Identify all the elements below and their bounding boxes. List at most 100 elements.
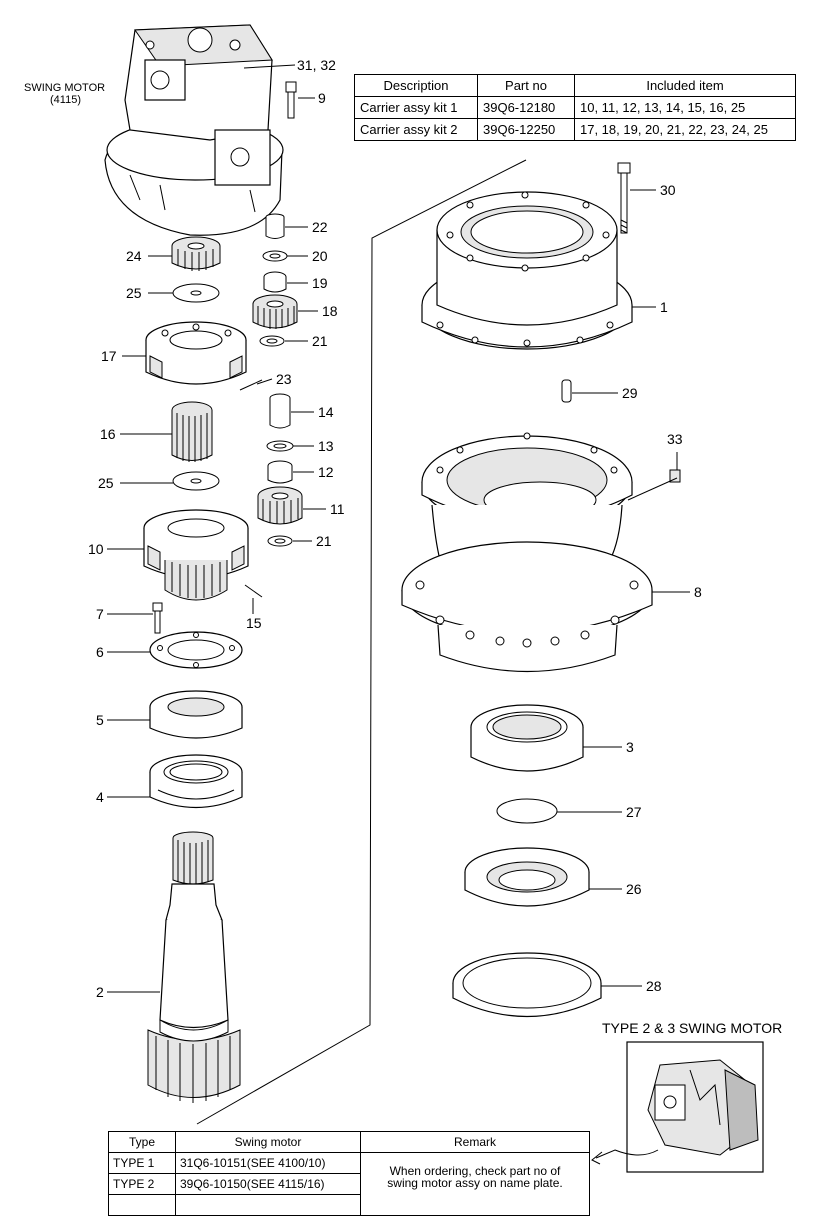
type-header-swing-motor: Swing motor: [175, 1131, 361, 1153]
callout-21-upper: 21: [312, 333, 328, 349]
type-cell: TYPE 2: [108, 1173, 176, 1195]
inset-pointer: [595, 1149, 659, 1159]
callout-17: 17: [101, 348, 117, 364]
callout-28: 28: [646, 978, 662, 994]
bolt-30: [617, 162, 631, 234]
kit-header-part-no: Part no: [477, 74, 575, 97]
type-header-remark: Remark: [360, 1131, 590, 1153]
o-ring-27: [496, 798, 558, 824]
callout-1: 1: [660, 299, 668, 315]
bearing-4: [149, 754, 243, 809]
pin-15: [244, 584, 263, 598]
callout-10: 10: [88, 541, 104, 557]
swing-motor-drawing: [104, 24, 284, 236]
type-cell: [108, 1194, 176, 1216]
type-cell: 31Q6-10151(SEE 4100/10): [175, 1152, 361, 1174]
callout-26: 26: [626, 881, 642, 897]
inset-arrowhead: [591, 1151, 603, 1165]
bolt-9: [285, 81, 297, 119]
kit-cell: Carrier assy kit 2: [354, 118, 478, 141]
callout-27: 27: [626, 804, 642, 820]
callout-4: 4: [96, 789, 104, 805]
leader-lines: [107, 64, 690, 993]
type-cell: TYPE 1: [108, 1152, 176, 1174]
bolt-7: [152, 602, 163, 634]
housing-8: [401, 432, 653, 673]
callout-2: 2: [96, 984, 104, 1000]
callout-24: 24: [126, 248, 142, 264]
callout-33: 33: [667, 431, 683, 447]
kit-cell: 10, 11, 12, 13, 14, 15, 16, 25: [574, 96, 796, 119]
gear-18: [252, 294, 298, 329]
type23-motor-inset: [626, 1041, 764, 1173]
gear-11: [257, 486, 303, 525]
carrier-10: [143, 509, 249, 601]
callout-14: 14: [318, 404, 334, 420]
seal-26: [464, 847, 590, 907]
callout-3: 3: [626, 739, 634, 755]
washer-20: [262, 250, 288, 262]
kit-cell: 39Q6-12180: [477, 96, 575, 119]
kit-cell: Carrier assy kit 1: [354, 96, 478, 119]
callout-6: 6: [96, 644, 104, 660]
type23-motor-label: TYPE 2 & 3 SWING MOTOR: [602, 1020, 783, 1036]
table-row: TYPE 1 31Q6-10151(SEE 4100/10) When orde…: [108, 1152, 590, 1216]
remark-line-1: When ordering, check part no of: [389, 1164, 561, 1178]
shaft-2: [147, 831, 241, 1103]
ring-28: [452, 952, 602, 1017]
table-row: Carrier assy kit 2 39Q6-12250 17, 18, 19…: [354, 118, 796, 141]
bearing-12: [267, 460, 293, 484]
callout-13: 13: [318, 438, 334, 454]
sun-gear-16: [171, 401, 213, 462]
callout-19: 19: [312, 275, 328, 291]
callout-30: 30: [660, 182, 676, 198]
callout-7: 7: [96, 606, 104, 622]
type-remark-cell: When ordering, check part no of swing mo…: [360, 1152, 590, 1216]
washer-21-lower: [267, 535, 293, 547]
pin-14: [269, 393, 291, 429]
callout-25-lower: 25: [98, 475, 114, 491]
assembly-axis-line: [196, 159, 527, 1125]
kit-header-description: Description: [354, 74, 478, 97]
nut-5: [149, 690, 243, 739]
callout-21-lower: 21: [316, 533, 332, 549]
swing-motor-type-table: Type Swing motor Remark TYPE 1 31Q6-1015…: [108, 1131, 590, 1216]
thrust-plate-25-upper: [172, 283, 220, 303]
callout-25-upper: 25: [126, 285, 142, 301]
bearing-3: [470, 704, 584, 772]
kit-cell: 39Q6-12250: [477, 118, 575, 141]
washer-21-upper: [259, 335, 285, 347]
carrier-kit-table: Description Part no Included item Carrie…: [354, 74, 796, 141]
washer-13: [266, 440, 294, 452]
callout-12: 12: [318, 464, 334, 480]
callout-23: 23: [276, 371, 292, 387]
table-row: Carrier assy kit 1 39Q6-12180 10, 11, 12…: [354, 96, 796, 119]
type-table-header: Type Swing motor Remark: [108, 1131, 590, 1153]
remark-line-2: swing motor assy on name plate.: [387, 1176, 563, 1190]
ring-gear-1: [421, 191, 633, 350]
callout-20: 20: [312, 248, 328, 264]
pin-29: [561, 379, 572, 403]
plug-33: [669, 469, 681, 483]
pin-23: [239, 379, 263, 391]
callout-8: 8: [694, 584, 702, 600]
callout-31-32: 31, 32: [297, 57, 336, 73]
carrier-17: [145, 321, 247, 385]
plate-6: [149, 631, 243, 669]
type-header-type: Type: [108, 1131, 176, 1153]
thrust-plate-25-lower: [172, 471, 220, 491]
type-cell: [175, 1194, 361, 1216]
swing-motor-label-2: (4115): [50, 94, 81, 106]
callout-22: 22: [312, 219, 328, 235]
swing-motor-label-1: SWING MOTOR: [24, 82, 105, 94]
callout-5: 5: [96, 712, 104, 728]
pin-22: [265, 213, 285, 239]
callout-16: 16: [100, 426, 116, 442]
callout-29: 29: [622, 385, 638, 401]
kit-cell: 17, 18, 19, 20, 21, 22, 23, 24, 25: [574, 118, 796, 141]
callout-9: 9: [318, 90, 326, 106]
gear-24: [171, 236, 221, 271]
callout-15: 15: [246, 615, 262, 631]
bearing-19: [263, 271, 287, 293]
